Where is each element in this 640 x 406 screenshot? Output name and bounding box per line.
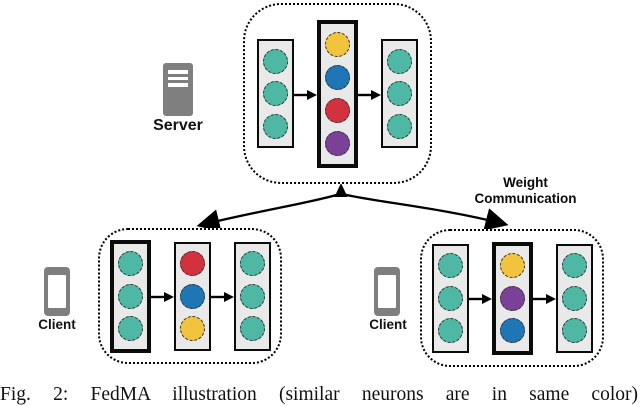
network-layer [317, 19, 358, 168]
neuron-teal [239, 316, 265, 341]
client-right-phone-icon [374, 267, 400, 316]
layer-arrow [358, 88, 381, 100]
server-network [257, 19, 418, 168]
weight-communication-line1: Weight [503, 175, 548, 190]
neuron-teal [387, 48, 412, 74]
network-layer [431, 243, 469, 353]
neuron-teal [117, 283, 143, 309]
client-left-label: Client [38, 317, 76, 332]
layer-arrow [532, 292, 556, 304]
neuron-teal [239, 283, 265, 309]
neuron-yellow [499, 253, 525, 278]
neuron-purple [325, 130, 350, 156]
neuron-teal [437, 285, 463, 311]
layer-arrow [210, 290, 234, 302]
client-right-network-box [420, 229, 604, 367]
layer-arrow [150, 290, 174, 302]
neuron-blue [499, 318, 525, 343]
network-layer [555, 243, 593, 353]
neuron-teal [387, 81, 412, 106]
client-left-network-box [98, 228, 282, 364]
neuron-teal [117, 316, 143, 341]
neuron-teal [263, 81, 288, 106]
figure-caption: Fig. 2: FedMA illustration (similar neur… [0, 384, 638, 405]
neuron-teal [437, 253, 463, 278]
client-left-phone-screen [48, 275, 66, 308]
neuron-teal [263, 113, 288, 139]
neuron-teal [387, 113, 412, 139]
client-left-network [109, 239, 271, 353]
network-layer [491, 241, 533, 355]
client-right-label: Client [369, 317, 407, 332]
comm-arrow-apex [334, 183, 348, 197]
neuron-red [179, 251, 205, 276]
server-label: Server [153, 117, 203, 134]
neuron-yellow [325, 31, 350, 57]
server-icon-bars [168, 70, 188, 90]
weight-communication-line2: Communication [474, 191, 577, 206]
layer-arrow [294, 88, 317, 100]
neuron-purple [499, 285, 525, 311]
neuron-yellow [179, 316, 205, 341]
neuron-teal [437, 318, 463, 343]
neuron-teal [561, 285, 587, 311]
network-layer [109, 239, 151, 353]
neuron-teal [561, 253, 587, 278]
client-right-network [431, 241, 593, 355]
comm-arrow-left [196, 192, 341, 232]
neuron-blue [325, 64, 350, 90]
neuron-teal [239, 251, 265, 276]
network-layer [381, 39, 418, 148]
neuron-teal [263, 48, 288, 74]
network-layer [173, 241, 211, 351]
server-icon [163, 63, 193, 116]
neuron-blue [179, 283, 205, 309]
neuron-red [325, 97, 350, 123]
network-layer [233, 241, 271, 351]
client-left-phone-icon [44, 267, 70, 316]
neuron-teal [117, 251, 143, 276]
neuron-teal [561, 318, 587, 343]
layer-arrow [468, 292, 492, 304]
network-layer [257, 39, 294, 148]
weight-communication-label: Weight Communication [453, 175, 598, 207]
server-network-box [243, 3, 432, 184]
client-right-phone-screen [378, 275, 396, 308]
